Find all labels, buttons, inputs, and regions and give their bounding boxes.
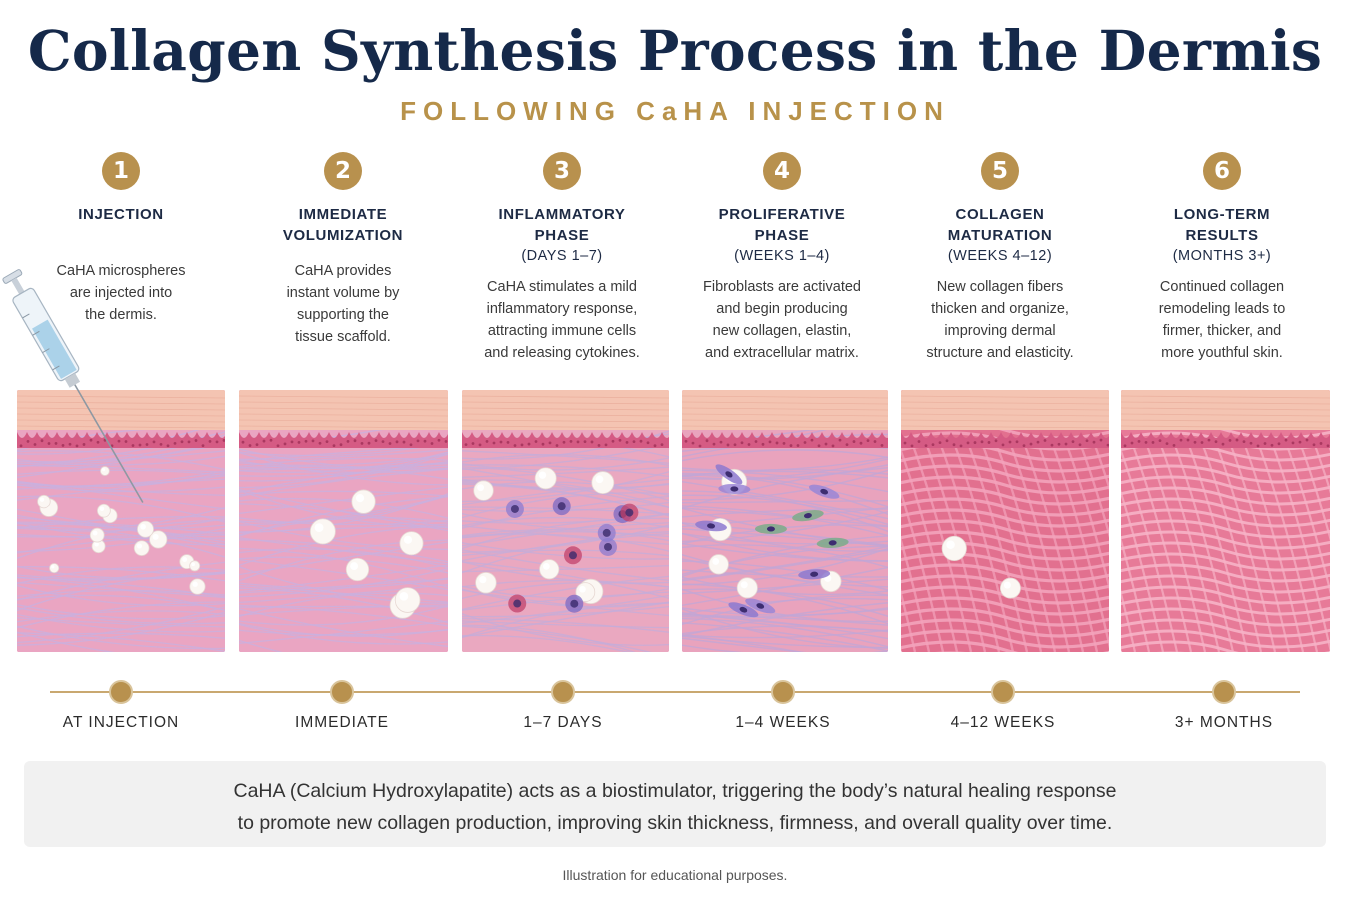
- stage-timing: (WEEKS 1–4): [677, 246, 887, 267]
- footer-note: Illustration for educational purposes.: [0, 867, 1350, 883]
- stage-2-column: 2 IMMEDIATE VOLUMIZATION CaHA provides i…: [238, 152, 448, 348]
- stage-5-column: 5 COLLAGEN MATURATION (WEEKS 4–12) New c…: [895, 152, 1105, 364]
- stage-timing: (MONTHS 3+): [1117, 246, 1327, 267]
- timeline-marker: [330, 680, 354, 704]
- stage-heading: INJECTION: [16, 204, 226, 246]
- stage-description: Fibroblasts are activated and begin prod…: [677, 276, 887, 364]
- stage-heading: LONG-TERM RESULTS: [1117, 204, 1327, 246]
- timeline-marker: [771, 680, 795, 704]
- timeline-marker: [109, 680, 133, 704]
- timeline-axis: [50, 691, 1300, 693]
- dermis-illustration: [901, 390, 1109, 652]
- timeline-label: AT INJECTION: [21, 714, 221, 732]
- timeline-marker: [551, 680, 575, 704]
- dermis-illustration: [462, 390, 669, 652]
- stage-description: CaHA stimulates a mild inflammatory resp…: [457, 276, 667, 364]
- stage-description: CaHA provides instant volume by supporti…: [238, 260, 448, 348]
- stage-timing: (WEEKS 4–12): [895, 246, 1105, 267]
- stage-number-badge: 2: [324, 152, 362, 190]
- page-subtitle: FOLLOWING CaHA INJECTION: [0, 96, 1350, 127]
- page-title: Collagen Synthesis Process in the Dermis: [0, 18, 1350, 83]
- stage-description: Continued collagen remodeling leads to f…: [1117, 276, 1327, 364]
- timeline-marker: [991, 680, 1015, 704]
- stage-3-column: 3 INFLAMMATORY PHASE (DAYS 1–7) CaHA sti…: [457, 152, 667, 364]
- dermis-panel-proliferative: [682, 390, 888, 652]
- dermis-panel-inflammatory: [462, 390, 669, 652]
- stage-4-column: 4 PROLIFERATIVE PHASE (WEEKS 1–4) Fibrob…: [677, 152, 887, 364]
- stage-number-badge: 6: [1203, 152, 1241, 190]
- dermis-panel-volumization: [239, 390, 448, 652]
- stage-number-badge: 3: [543, 152, 581, 190]
- timeline-label: 1–4 WEEKS: [683, 714, 883, 732]
- dermis-panel-maturation: [901, 390, 1109, 652]
- timeline-label: IMMEDIATE: [242, 714, 442, 732]
- dermis-illustration: [1121, 390, 1330, 652]
- stage-heading: PROLIFERATIVE PHASE: [677, 204, 887, 246]
- dermis-panel-long-term: [1121, 390, 1330, 652]
- timeline-label: 1–7 DAYS: [463, 714, 663, 732]
- stage-timing: (DAYS 1–7): [457, 246, 667, 267]
- stage-heading: IMMEDIATE VOLUMIZATION: [238, 204, 448, 246]
- stage-description: New collagen fibers thicken and organize…: [895, 276, 1105, 364]
- stage-heading: INFLAMMATORY PHASE: [457, 204, 667, 246]
- stage-number-badge: 5: [981, 152, 1019, 190]
- timeline-marker: [1212, 680, 1236, 704]
- stage-heading: COLLAGEN MATURATION: [895, 204, 1105, 246]
- timeline-label: 4–12 WEEKS: [903, 714, 1103, 732]
- dermis-illustration: [239, 390, 448, 652]
- stage-6-column: 6 LONG-TERM RESULTS (MONTHS 3+) Continue…: [1117, 152, 1327, 364]
- stage-number-badge: 1: [102, 152, 140, 190]
- stage-number-badge: 4: [763, 152, 801, 190]
- timeline-label: 3+ MONTHS: [1124, 714, 1324, 732]
- dermis-illustration: [682, 390, 888, 652]
- summary-box: CaHA (Calcium Hydroxylapatite) acts as a…: [24, 761, 1326, 847]
- syringe-icon: [0, 286, 150, 526]
